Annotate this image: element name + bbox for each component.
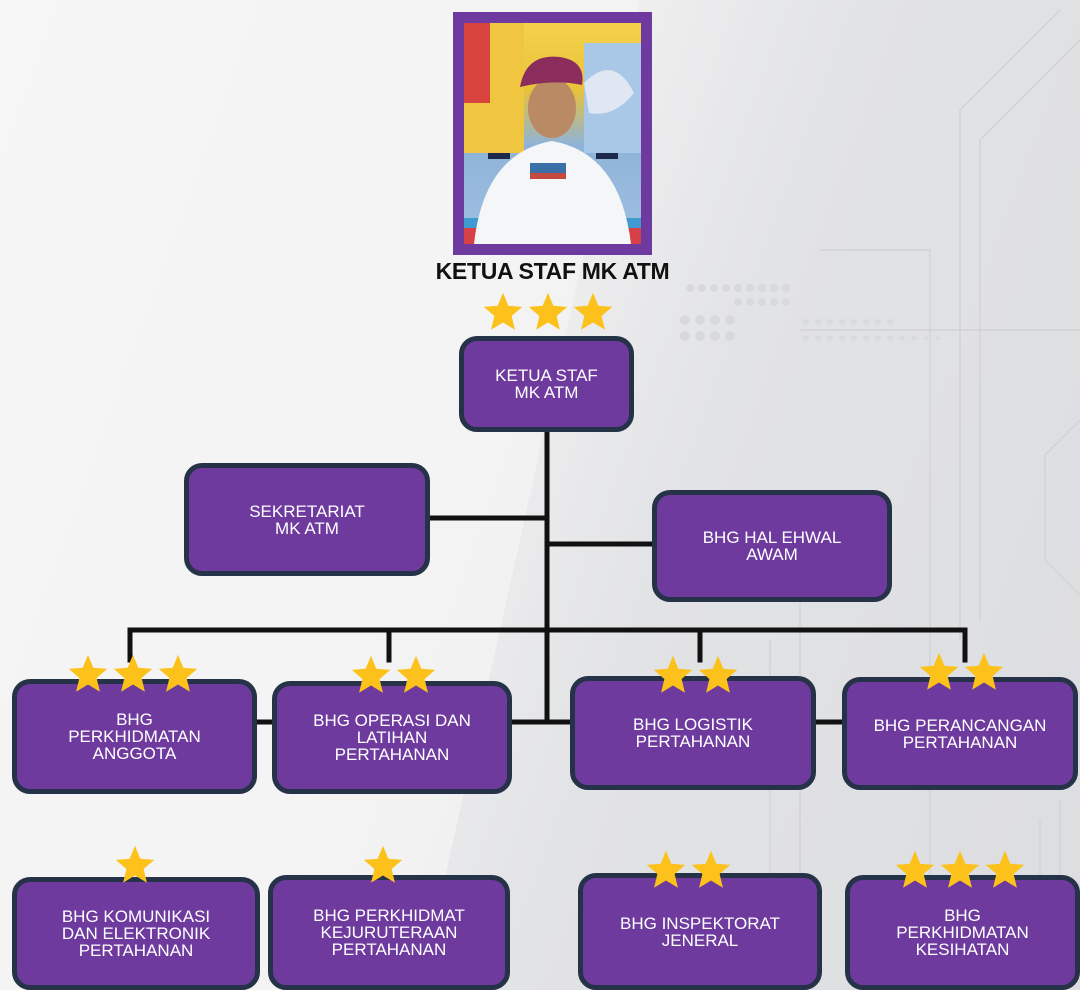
node-operasi-latihan: BHG OPERASI DAN LATIHAN PERTAHANAN [272,681,512,794]
node-label: KETUA STAF MK ATM [495,366,598,402]
node-ketua-staf: KETUA STAF MK ATM [459,336,634,432]
node-label: BHG KOMUNIKASI DAN ELEKTRONIK PERTAHANAN [61,907,211,960]
rank-stars-kejuruteraan [361,843,406,887]
node-kesihatan: BHG PERKHIDMATAN KESIHATAN [845,875,1080,990]
rank-stars-operasi-latihan [349,653,439,697]
node-label: BHG PERKHIDMAT KEJURUTERAAN PERTAHANAN [313,906,465,959]
star-icon [115,845,155,883]
star-icon [919,652,959,690]
star-icon [363,845,403,883]
node-hal-ehwal-awam: BHG HAL EHWAL AWAM [652,490,892,602]
rank-stars-inspektorat [644,848,734,892]
node-label: BHG HAL EHWAL AWAM [702,528,842,564]
node-komunikasi: BHG KOMUNIKASI DAN ELEKTRONIK PERTAHANAN [12,877,260,990]
node-label: BHG INSPEKTORAT JENERAL [620,913,780,950]
star-icon [528,292,568,330]
node-perancangan: BHG PERANCANGAN PERTAHANAN [842,677,1078,790]
rank-stars-perancangan [917,650,1007,694]
star-icon [985,850,1025,888]
officer-portrait [464,23,641,244]
node-kejuruteraan: BHG PERKHIDMAT KEJURUTERAAN PERTAHANAN [268,875,510,990]
node-label: BHG PERANCANGAN PERTAHANAN [873,715,1047,752]
star-icon [964,652,1004,690]
star-icon [396,655,436,693]
star-icon [940,850,980,888]
node-label: BHG PERKHIDMATAN KESIHATAN [896,906,1029,959]
node-inspektorat: BHG INSPEKTORAT JENERAL [578,873,822,990]
rank-stars-komunikasi [113,843,158,887]
star-icon [351,655,391,693]
node-label: BHG LOGISTIK PERTAHANAN [633,715,753,751]
star-icon [483,292,523,330]
star-icon [895,850,935,888]
star-icon [158,654,198,692]
chief-title: KETUA STAF MK ATM [435,258,670,284]
star-icon [646,850,686,888]
rank-stars-logistik [651,653,741,697]
star-icon [68,654,108,692]
rank-stars-kesihatan [893,848,1028,892]
rank-stars-top [481,290,616,334]
node-label: SEKRETARIAT MK ATM [249,501,365,538]
node-label: BHG PERKHIDMATAN ANGGOTA [68,710,201,763]
star-icon [573,292,613,330]
node-label: BHG OPERASI DAN LATIHAN PERTAHANAN [313,711,471,764]
star-icon [653,655,693,693]
star-icon [698,655,738,693]
star-icon [691,850,731,888]
rank-stars-perkhidmatan-anggota [66,652,201,696]
portrait-frame [453,12,652,255]
star-icon [113,654,153,692]
node-sekretariat: SEKRETARIAT MK ATM [184,463,430,576]
node-logistik: BHG LOGISTIK PERTAHANAN [570,676,816,790]
node-perkhidmatan-anggota: BHG PERKHIDMATAN ANGGOTA [12,679,257,794]
